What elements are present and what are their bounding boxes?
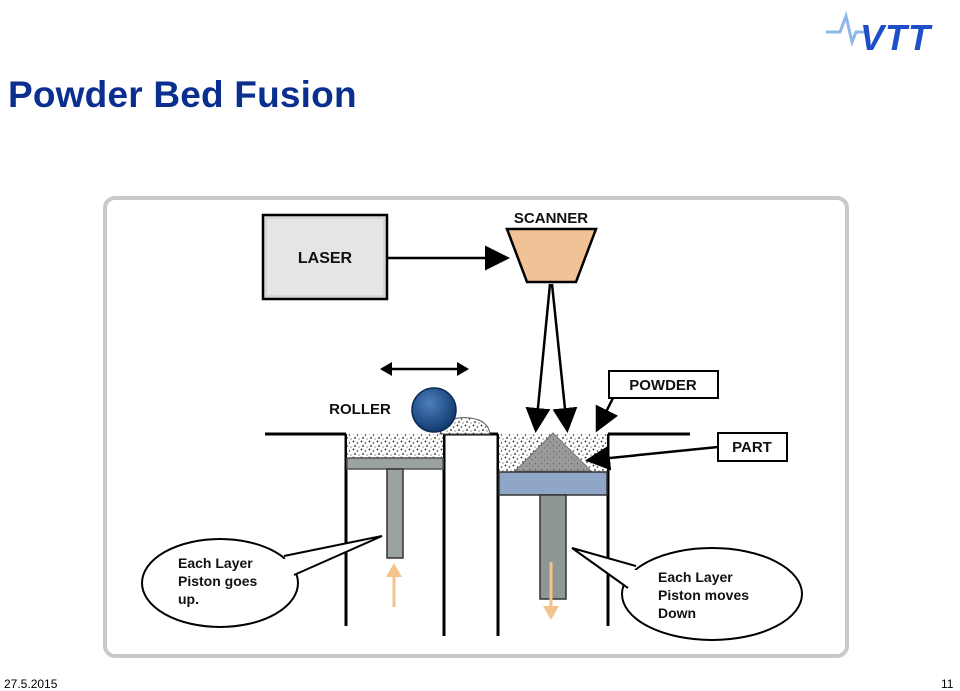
- vtt-logo: VTT: [826, 10, 933, 56]
- supply-piston-note: Each Layer Piston goes up.: [141, 535, 383, 628]
- part-label: PART: [732, 439, 772, 456]
- part-callout: PART: [585, 432, 788, 471]
- build-down-arrow: [543, 562, 559, 620]
- roller-direction-arrow: [380, 362, 469, 376]
- laser-unit: LASER: [261, 213, 389, 301]
- roller-label: ROLLER: [329, 401, 391, 418]
- supply-up-arrow: [386, 563, 402, 607]
- right-note-line3: Down: [658, 605, 696, 621]
- right-note-line1: Each Layer: [658, 569, 733, 585]
- scan-beam-right: [550, 283, 578, 433]
- page-number: 11: [941, 677, 954, 691]
- powder-callout: POWDER: [595, 370, 719, 433]
- laser-label: LASER: [298, 250, 353, 267]
- supply-piston-platform: [346, 457, 444, 470]
- logo-pulse-line: [826, 10, 868, 48]
- powder-supply-bed: [347, 434, 443, 458]
- logo-text: VTT: [860, 17, 933, 56]
- build-piston-platform: [498, 471, 608, 496]
- supply-piston-rod: [386, 468, 404, 559]
- slide-date: 27.5.2015: [4, 677, 58, 691]
- left-note-line2: Piston goes: [178, 573, 258, 589]
- left-note-line1: Each Layer: [178, 555, 253, 571]
- build-piston-note: Each Layer Piston moves Down: [571, 547, 803, 641]
- right-note-line2: Piston moves: [658, 587, 749, 603]
- roller: [411, 387, 457, 433]
- built-part: [513, 432, 593, 472]
- powder-label: POWDER: [629, 377, 697, 394]
- left-note-line3: up.: [178, 591, 199, 607]
- scanner-label: SCANNER: [514, 210, 588, 227]
- scan-beam-left: [525, 283, 552, 433]
- page-title: Powder Bed Fusion: [8, 74, 357, 115]
- scanner-shape: [505, 227, 598, 284]
- build-machine-walls: [265, 432, 690, 636]
- build-piston-rod: [539, 494, 567, 600]
